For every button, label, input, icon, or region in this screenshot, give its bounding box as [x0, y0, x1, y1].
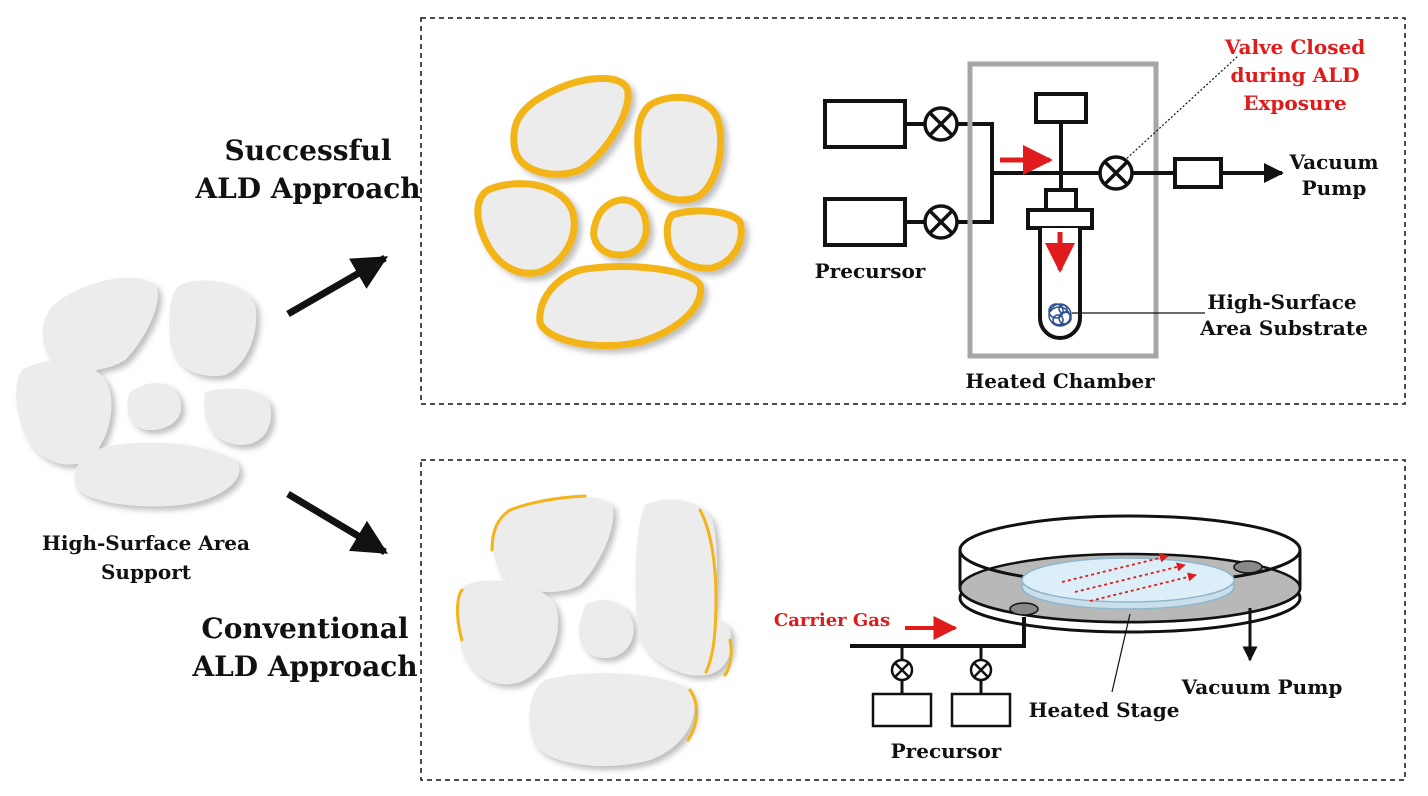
conv-valve-2 — [969, 658, 993, 682]
tube-cap — [1026, 208, 1094, 230]
particle — [204, 388, 271, 445]
conventional-vacuum-label: Vacuum Pump — [1181, 675, 1343, 699]
support-label-line1: High-Surface Area — [42, 531, 250, 555]
conventional-title-line2: ALD Approach — [191, 650, 417, 683]
conv-valve-1 — [890, 658, 914, 682]
particle — [169, 280, 257, 376]
successful-panel — [420, 17, 1406, 405]
tube-connector — [1044, 188, 1078, 212]
particle — [493, 496, 614, 592]
conventional-title-line1: Conventional — [201, 612, 408, 645]
coated-particle — [474, 180, 578, 277]
gauge-box — [1034, 92, 1088, 124]
successful-vacuum-line1: Vacuum — [1288, 150, 1378, 174]
particle — [127, 382, 181, 430]
conv-precursor-box-2 — [950, 692, 1012, 728]
arrow-to-successful — [286, 254, 389, 318]
particle — [42, 277, 158, 371]
valve-1 — [923, 106, 959, 142]
wafer — [1021, 557, 1235, 603]
precursor-box-2 — [823, 197, 907, 247]
coated-particles — [474, 74, 745, 350]
heated-stage-leader — [1111, 613, 1131, 693]
trap-box — [1173, 157, 1223, 189]
conv-precursor-box-1 — [871, 692, 933, 728]
closed-valve — [1098, 155, 1134, 191]
stage-port-left — [1009, 602, 1039, 616]
gas-flow-arrows — [1061, 553, 1197, 602]
valve-note-line1: Valve Closed — [1224, 35, 1365, 59]
valve-note-line3: Exposure — [1243, 91, 1347, 115]
particle — [16, 360, 112, 465]
particle — [529, 673, 695, 766]
particle — [457, 580, 559, 685]
successful-vacuum-line2: Pump — [1302, 176, 1367, 200]
valve-note-line2: during ALD — [1230, 63, 1359, 87]
particle — [578, 600, 634, 658]
stage-port-right — [1233, 560, 1263, 574]
substrate-label-line1: High-Surface — [1207, 290, 1356, 314]
heated-chamber — [967, 61, 1159, 359]
successful-title-line2: ALD Approach — [194, 172, 420, 205]
support-label-line2: Support — [101, 560, 192, 584]
partially-coated-particles — [457, 496, 732, 766]
coated-particle — [634, 93, 725, 204]
successful-title-line1: Successful — [224, 134, 391, 167]
substrate-label-line2: Area Substrate — [1199, 316, 1368, 340]
conventional-precursor-label: Precursor — [891, 739, 1002, 763]
successful-precursor-label: Precursor — [815, 259, 926, 283]
coated-particle — [536, 263, 705, 350]
particle — [657, 615, 732, 676]
support-particles — [16, 277, 271, 507]
valve-note-leader — [1123, 55, 1239, 162]
substrate-powder — [1048, 303, 1072, 327]
coated-particle — [510, 74, 632, 178]
precursor-box-1 — [823, 99, 907, 149]
manifold-pipe — [957, 122, 1100, 224]
partial-coating — [456, 494, 733, 742]
heated-stage-label: Heated Stage — [1029, 698, 1180, 722]
particle — [74, 442, 240, 507]
coated-particle — [590, 196, 650, 259]
coated-particle — [663, 207, 745, 272]
conventional-panel — [420, 459, 1406, 781]
valve-2 — [923, 204, 959, 240]
arrow-to-conventional — [286, 490, 389, 556]
gas-line — [850, 617, 1026, 648]
carrier-gas-label: Carrier Gas — [774, 610, 890, 631]
heated-chamber-label: Heated Chamber — [965, 369, 1155, 393]
